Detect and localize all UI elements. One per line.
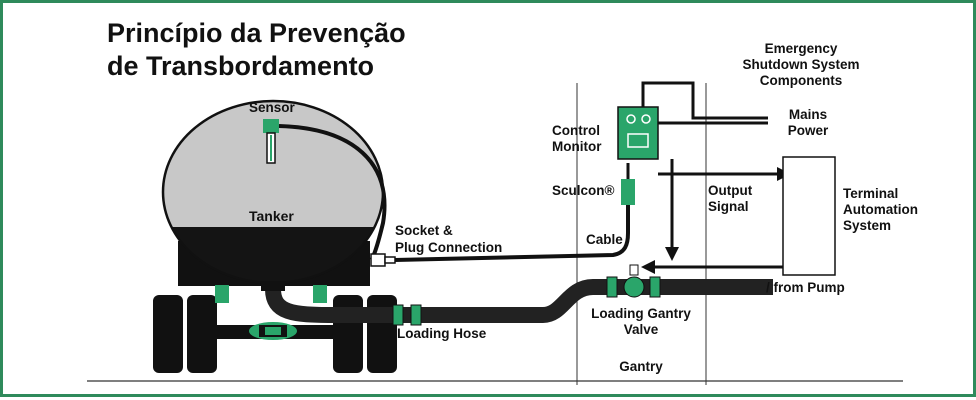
control-monitor-icon (617, 106, 659, 160)
title-line-2: de Transbordamento (107, 51, 375, 81)
tank-outlet (261, 281, 285, 291)
gantry-valve-label: Loading Gantry Valve (591, 306, 691, 337)
valve-control-arrow (665, 247, 679, 261)
overfill-diagram (87, 81, 903, 385)
terminal-automation-box (782, 156, 836, 276)
control-monitor-label: Control Monitor (552, 123, 602, 154)
terminal-automation-label: Terminal Automation System (843, 186, 918, 233)
cable-label: Cable (586, 232, 623, 247)
truck-axle-parts (215, 285, 327, 340)
loading-hose (265, 279, 763, 323)
sensor-cable (278, 124, 387, 262)
socket-plug-label: Socket & Plug Connection (395, 223, 503, 255)
signal-cable (394, 205, 630, 262)
tas-return-arrow (641, 260, 655, 274)
title-line-1: Princípio da Prevenção (107, 18, 406, 48)
from-pump-label: / from Pump (766, 280, 845, 295)
sculcon-icon (621, 179, 635, 205)
esd-components-label: Emergency Shutdown System Components (742, 41, 860, 88)
hose-coupling-icon (392, 304, 422, 326)
mains-power-label: Mains Power (787, 107, 829, 138)
gantry-valve-icon (606, 264, 661, 298)
sensor-label: Sensor (249, 100, 295, 115)
tanker-label: Tanker (249, 208, 294, 224)
loading-hose-label: Loading Hose (397, 326, 487, 341)
tanker-tank (161, 99, 385, 285)
diagram-title: Princípio da Prevenção de Transbordament… (107, 17, 406, 83)
sensor-icon (263, 119, 279, 164)
sculcon-label: Sculcon® (552, 183, 615, 198)
mains-power-wire (641, 81, 768, 120)
socket-plug-icon (370, 253, 396, 267)
output-signal-label: Output Signal (708, 183, 753, 214)
gantry-label: Gantry (619, 359, 663, 374)
